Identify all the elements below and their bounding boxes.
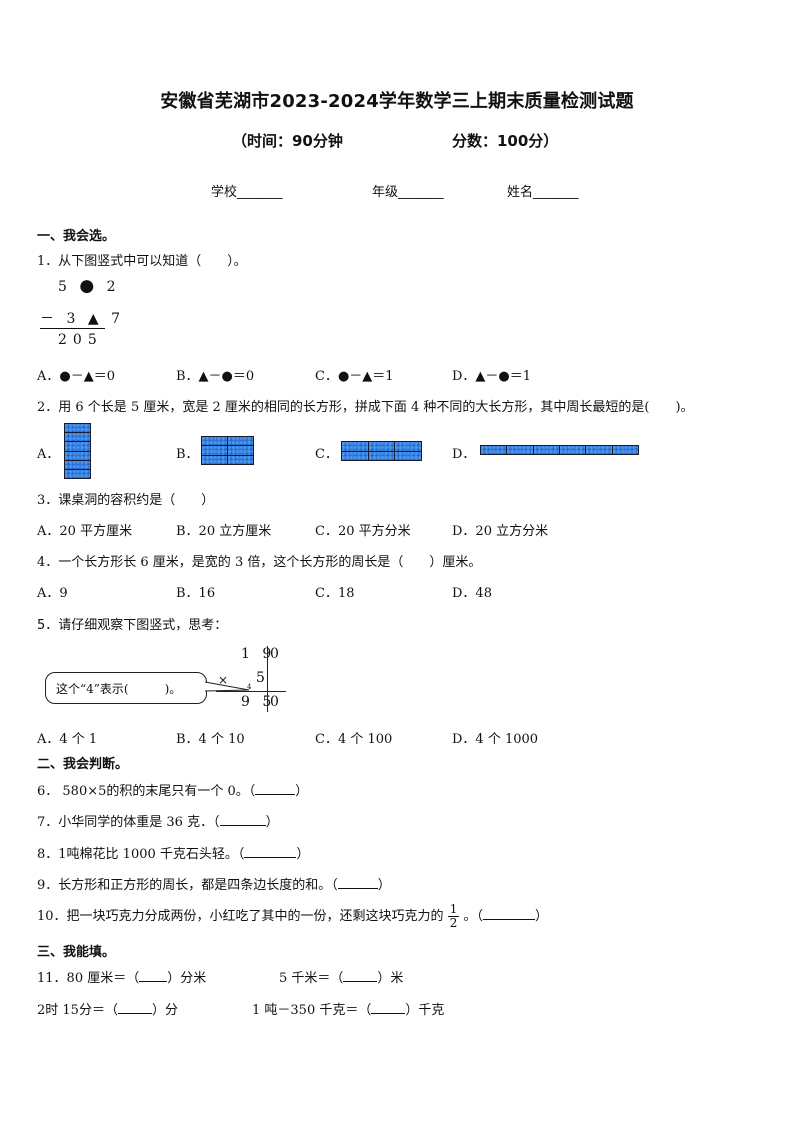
school-field: 学校_______ (211, 185, 283, 200)
section-heading-choose: 一、我会选。 (37, 229, 116, 244)
q1-option-d[interactable]: D．▲－●＝1 (452, 369, 532, 384)
question-1: 1．从下图竖式中可以知道（ ）。 (37, 254, 247, 269)
question-11-part-3: 2时 15分＝（）分 (37, 1001, 178, 1018)
q2-option-a-label[interactable]: A． (37, 447, 60, 462)
answer-blank-9[interactable] (337, 876, 378, 889)
q1-calc-row1: 5 ● 2 (58, 276, 120, 296)
q5-calc-top-zero: 0 (270, 646, 279, 662)
q1-option-c[interactable]: C．●－▲＝1 (315, 369, 394, 384)
q3-option-b[interactable]: B．20 立方厘米 (176, 524, 272, 539)
section-heading-judge: 二、我会判断。 (37, 757, 129, 772)
grade-field: 年级_______ (372, 185, 444, 200)
q2-option-a-figure[interactable] (64, 423, 91, 479)
answer-blank-6[interactable] (255, 782, 296, 795)
answer-blank-7[interactable] (219, 813, 266, 826)
q3-option-c[interactable]: C．20 平方分米 (315, 524, 411, 539)
page-title: 安徽省芜湖市2023-2024学年数学三上期末质量检测试题 (160, 91, 634, 112)
q4-option-d[interactable]: D．48 (452, 586, 492, 601)
q2-option-c-figure[interactable] (341, 441, 422, 461)
q4-option-b[interactable]: B．16 (176, 586, 216, 601)
q2-option-b-figure[interactable] (201, 436, 254, 465)
q5-calc-result: 9 5 (241, 694, 276, 710)
answer-blank-11b[interactable] (343, 969, 378, 982)
speech-bubble (45, 672, 207, 704)
triangle-symbol: ▲ (87, 311, 103, 327)
q5-option-d[interactable]: D．4 个 1000 (452, 732, 539, 747)
question-11-part-2: 5 千米＝（）米 (279, 969, 404, 986)
q3-option-d[interactable]: D．20 立方分米 (452, 524, 549, 539)
exam-score: 分数：100分） (452, 132, 559, 150)
q2-option-b-label[interactable]: B． (176, 447, 199, 462)
question-11-part-1: 11．80 厘米＝（）分米 (37, 969, 207, 986)
q1-calc-row2: － 3 ▲ 7 (40, 311, 124, 327)
bubble-pointer (204, 681, 250, 692)
question-4: 4．一个长方形长 6 厘米，是宽的 3 倍，这个长方形的周长是（ ）厘米。 (37, 555, 482, 570)
answer-blank-8[interactable] (244, 845, 297, 858)
carry-digit: 4 (247, 683, 252, 691)
q1-calc-row3: 205 (58, 332, 103, 348)
question-7: 7．小华同学的体重是 36 克．（） (37, 813, 279, 830)
bubble-text: 这个“4”表示( )。 (56, 682, 182, 696)
question-9: 9．长方形和正方形的周长，都是四条边长度的和。（） (37, 876, 391, 893)
q2-option-c-label[interactable]: C． (315, 447, 338, 462)
question-2: 2．用 6 个长是 5 厘米，宽是 2 厘米的相同的长方形，拼成下面 4 种不同… (37, 400, 694, 415)
q5-calc-line (216, 691, 286, 692)
q5-option-c[interactable]: C．4 个 100 (315, 732, 393, 747)
q2-option-d-label[interactable]: D． (452, 447, 476, 462)
section-heading-fill: 三、我能填。 (37, 945, 116, 960)
q5-option-a[interactable]: A．4 个 1 (37, 732, 98, 747)
exam-time: （时间：90分钟 (232, 132, 343, 150)
q5-calc-multiplier: 5 (256, 670, 265, 686)
answer-blank-11a[interactable] (139, 969, 168, 982)
q3-option-a[interactable]: A．20 平方厘米 (37, 524, 133, 539)
question-5: 5．请仔细观察下图竖式，思考： (37, 618, 228, 633)
name-field: 姓名_______ (507, 185, 579, 200)
q1-option-a[interactable]: A．●－▲＝0 (37, 369, 116, 384)
q1-option-b[interactable]: B．▲－●＝0 (176, 369, 255, 384)
question-8: 8．1吨棉花比 1000 千克石头轻。（） (37, 845, 310, 862)
circle-symbol: ● (79, 276, 99, 296)
q2-option-d-figure[interactable] (480, 445, 639, 455)
q5-option-b[interactable]: B．4 个 10 (176, 732, 245, 747)
multiply-sign: × (218, 673, 229, 687)
q5-calc-top: 1 9 (241, 646, 276, 662)
answer-blank-10[interactable] (482, 907, 535, 920)
q5-calc-result-zero: 0 (270, 694, 279, 710)
question-11-part-4: 1 吨－350 千克＝（）千克 (252, 1001, 445, 1018)
q4-option-c[interactable]: C．18 (315, 586, 355, 601)
question-3: 3．课桌洞的容积约是（ ） (37, 493, 215, 508)
answer-blank-11d[interactable] (371, 1001, 406, 1014)
question-6: 6． 580×5的积的末尾只有一个 0。（） (37, 782, 309, 799)
q5-calc-divider (267, 646, 268, 712)
q1-calc-line (40, 328, 105, 329)
q4-option-a[interactable]: A．9 (37, 586, 68, 601)
answer-blank-11c[interactable] (117, 1001, 152, 1014)
